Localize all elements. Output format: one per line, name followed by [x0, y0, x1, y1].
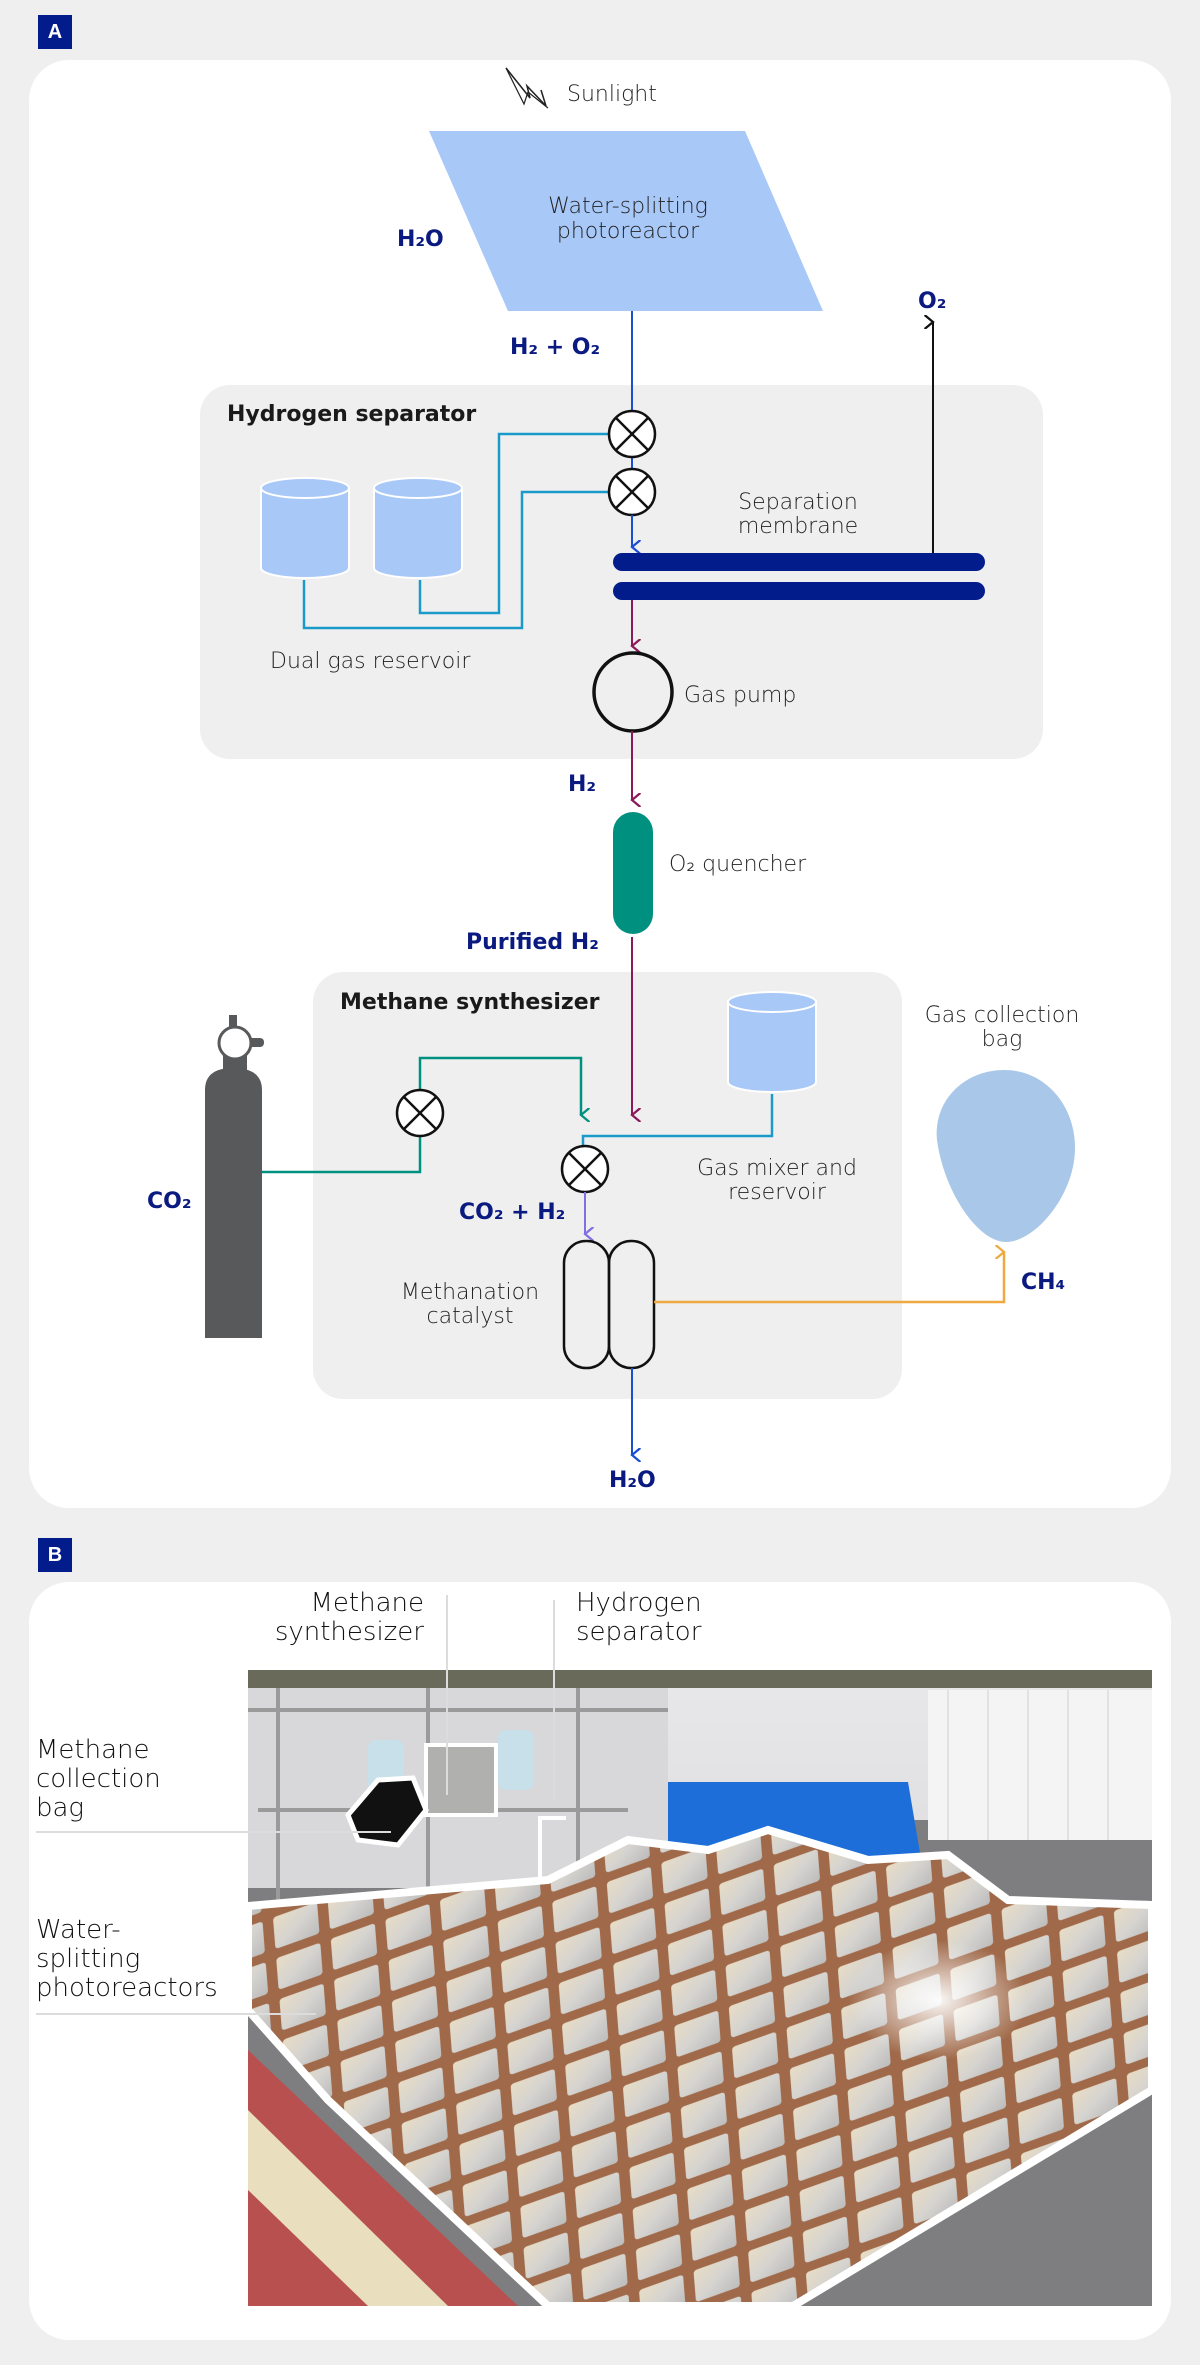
valve-icon: [607, 467, 657, 517]
label-methane-collection-bag: Methane collection bag: [36, 1736, 161, 1823]
mixer-label-1: Gas mixer and: [697, 1156, 857, 1181]
label-line: photoreactors: [36, 1973, 218, 2003]
methane-bag-highlight: [345, 1775, 429, 1848]
sunlight-label: Sunlight: [567, 82, 657, 107]
bag-label-1: Gas collection: [925, 1003, 1080, 1028]
hydrogen-separator-title: Hydrogen separator: [227, 402, 476, 427]
gas-mixer-cylinder: [727, 991, 817, 1093]
h2o-out-label: H₂O: [609, 1468, 656, 1493]
label-water-splitting-photoreactors: Water- splitting photoreactors: [36, 1916, 218, 2003]
panel-a-badge: A: [38, 15, 72, 49]
o2-quencher-icon: [613, 812, 653, 934]
valve-icon: [607, 409, 657, 459]
leader-line: [36, 1831, 391, 1833]
valve-icon: [395, 1088, 445, 1138]
co2-h2-label: CO₂ + H₂: [459, 1200, 565, 1225]
methane-synthesizer-title: Methane synthesizer: [340, 990, 600, 1015]
catalyst-label-1: Methanation: [401, 1280, 539, 1305]
membrane-label-1: Separation: [738, 490, 858, 515]
membrane-label-2: membrane: [738, 514, 858, 539]
o2-out-label: O₂: [918, 289, 946, 314]
photoreactor-shape: [429, 131, 823, 311]
h2-o2-label: H₂ + O₂: [510, 335, 600, 360]
leader-line: [446, 1595, 448, 1795]
sunlight-icon: [505, 67, 547, 107]
process-diagram: Sunlight Water-splitting photoreactor H₂…: [147, 67, 1080, 1493]
field-installation-photo: [248, 1670, 1152, 2306]
label-methane-synthesizer: Methane synthesizer: [270, 1589, 424, 1647]
ch4-label: CH₄: [1021, 1270, 1065, 1295]
label-line: separator: [576, 1617, 702, 1647]
bag-label-2: bag: [982, 1027, 1023, 1052]
catalyst-label-2: catalyst: [427, 1304, 514, 1329]
reservoir-cylinder-2: [373, 477, 463, 579]
photoreactor-label-2: photoreactor: [557, 219, 700, 244]
panel-b-badge: B: [38, 1538, 72, 1572]
label-line: bag: [36, 1793, 85, 1823]
label-hydrogen-separator: Hydrogen separator: [576, 1589, 702, 1647]
label-line: collection: [36, 1764, 161, 1794]
gas-pump-label: Gas pump: [684, 683, 796, 708]
reservoir-cylinder-1: [260, 477, 350, 579]
dual-reservoir-label: Dual gas reservoir: [270, 649, 471, 674]
photoreactor-label-1: Water-splitting: [548, 194, 708, 219]
o2-quencher-label: O₂ quencher: [669, 852, 807, 877]
label-line: splitting: [36, 1944, 141, 1974]
separation-membrane-bar: [613, 582, 985, 600]
co2-gas-cylinder-icon: [205, 1015, 264, 1338]
co2-label: CO₂: [147, 1189, 191, 1214]
h2-label: H₂: [568, 772, 596, 797]
gas-collection-bag-icon: [936, 1070, 1075, 1242]
leader-line: [36, 2013, 316, 2015]
mixer-label-2: reservoir: [728, 1180, 827, 1205]
label-line: Hydrogen: [576, 1588, 702, 1618]
purified-h2-label: Purified H₂: [466, 930, 599, 955]
valve-icon: [560, 1144, 610, 1194]
leader-line: [553, 1600, 555, 1800]
separation-membrane-bar: [613, 553, 985, 571]
h2o-in-label: H₂O: [397, 227, 444, 252]
label-line: Water-: [36, 1915, 121, 1945]
label-line: Methane: [310, 1588, 424, 1618]
label-line: synthesizer: [274, 1617, 424, 1647]
label-line: Methane: [36, 1735, 150, 1765]
